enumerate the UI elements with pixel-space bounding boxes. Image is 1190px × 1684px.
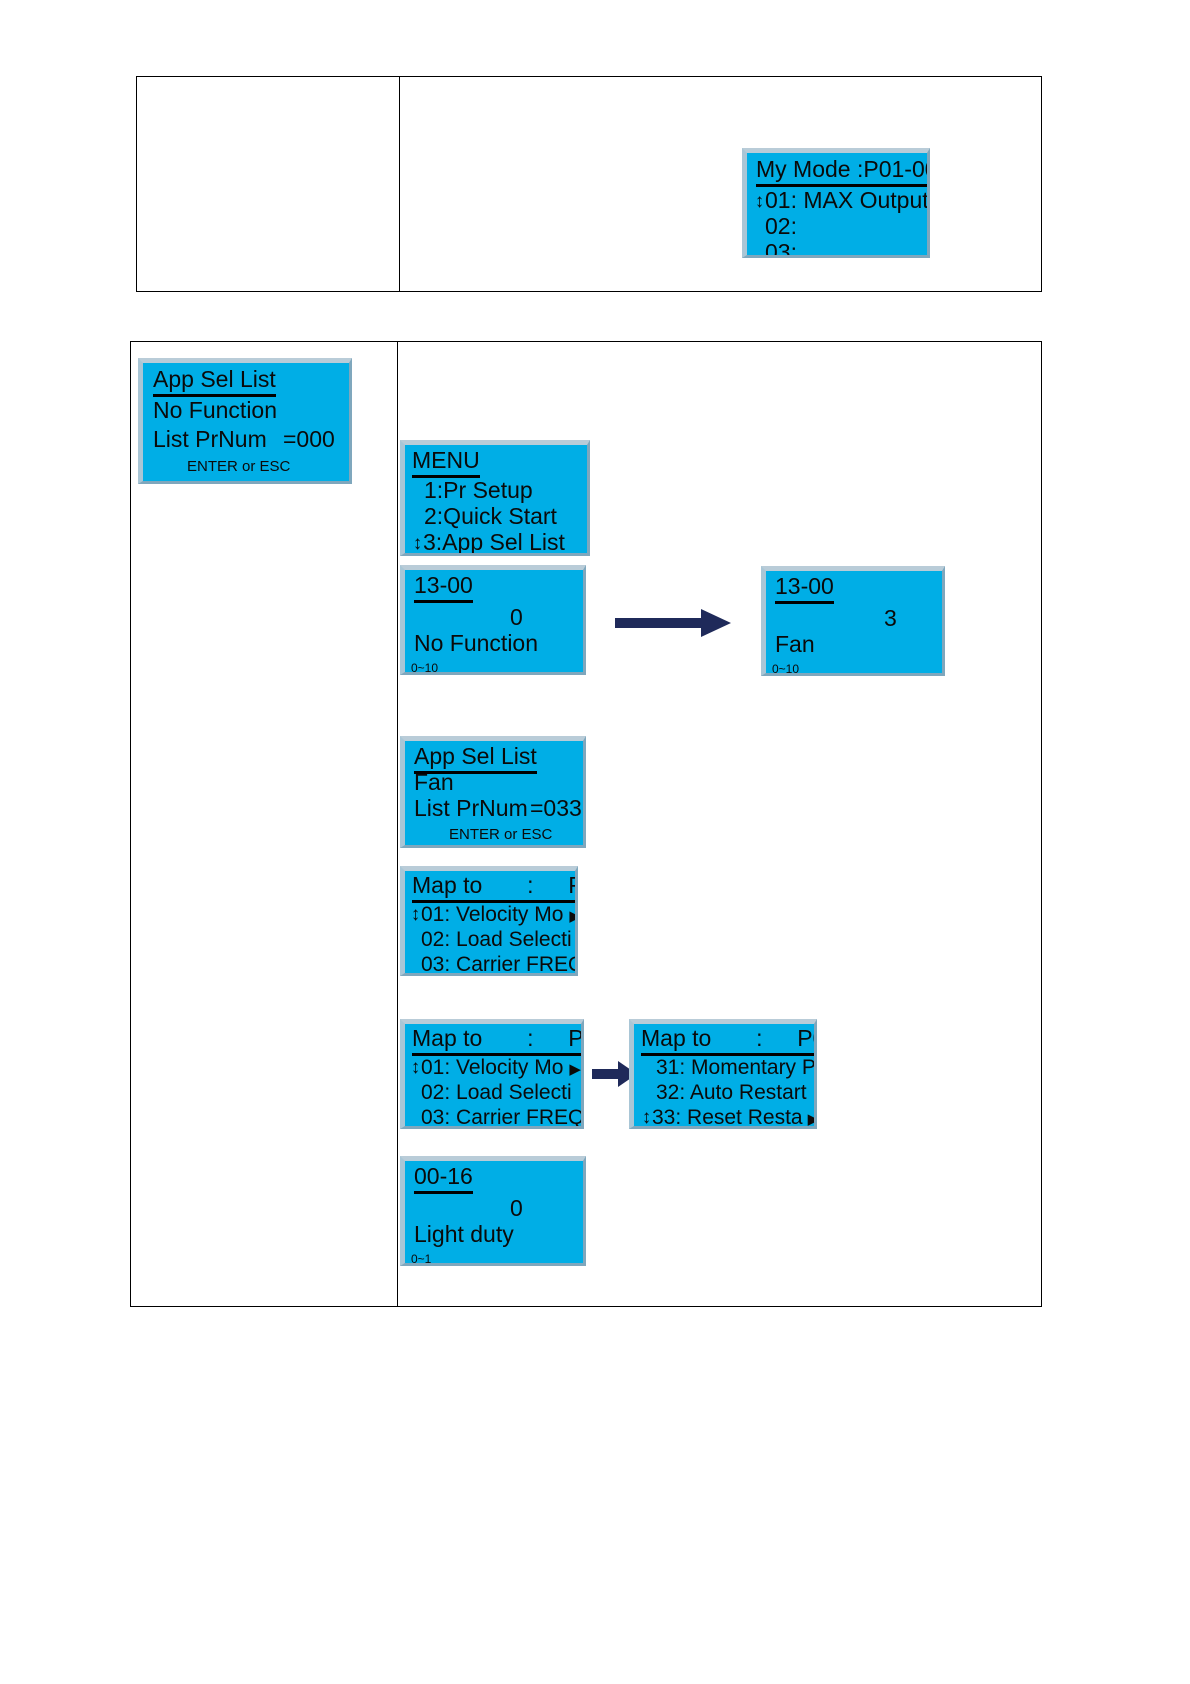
lcd-title-app-sel-list: App Sel List bbox=[414, 745, 537, 774]
lcd-param-value: 0 bbox=[510, 1195, 523, 1221]
lcd-panel-map-to-p00-11-a: Map to : P00-11 ↕01: Velocity Mo ▶ 02: Lo… bbox=[400, 866, 578, 976]
lcd-title-map-to-label: Map to bbox=[412, 1025, 483, 1051]
lcd-param-value: 0 bbox=[510, 604, 523, 630]
lcd-panel-param-13-00-before: 13-00 0 No Function 0~10 bbox=[400, 565, 586, 675]
lcd-title-app-sel-list: App Sel List bbox=[153, 368, 276, 397]
up-down-arrow-icon: ↕ bbox=[410, 1057, 421, 1078]
lcd-panel-app-sel-list-initial: App Sel List No Function List PrNum =000… bbox=[138, 358, 352, 484]
lcd-row-my-mode-01: ↕01: MAX Output▶ bbox=[754, 187, 930, 213]
lcd-menu-item-3: ↕3:App Sel List bbox=[412, 531, 565, 554]
lcd-footer-enter-or-esc: ENTER or ESC bbox=[449, 826, 553, 843]
lcd-map-row-33: ↕33: Reset Resta ▶ bbox=[641, 1106, 814, 1129]
lcd-row-label: 02: Load Selecti bbox=[421, 1081, 572, 1104]
right-triangle-icon: ▶ bbox=[808, 1112, 814, 1126]
lcd-menu-item-1: 1:Pr Setup bbox=[424, 479, 533, 502]
up-down-arrow-icon: ↕ bbox=[641, 1107, 652, 1128]
lcd-panel-app-sel-list-fan: App Sel List Fan List PrNum =033 ENTER o… bbox=[400, 736, 586, 848]
lcd-value-function: Fan bbox=[414, 769, 454, 795]
lcd-label-list-prnum: List PrNum bbox=[153, 426, 267, 452]
bottom-table-column-divider bbox=[397, 342, 398, 1306]
lcd-row-label: 01: Velocity Mo bbox=[421, 1056, 564, 1079]
flow-arrow-map-to bbox=[592, 1061, 637, 1087]
up-down-arrow-icon: ↕ bbox=[412, 533, 423, 554]
lcd-value-list-prnum: =000 bbox=[283, 426, 335, 452]
lcd-panel-my-mode: My Mode :P01-00 ↕01: MAX Output▶ 02: 03: bbox=[742, 148, 930, 258]
lcd-panel-menu: MENU 1:Pr Setup 2:Quick Start ↕3:App Sel… bbox=[400, 440, 590, 556]
lcd-title-param-number: 00-16 bbox=[414, 1165, 473, 1194]
lcd-title-map-to-label: Map to bbox=[641, 1025, 712, 1051]
lcd-map-row-32: 32: Auto Restart bbox=[656, 1082, 807, 1103]
lcd-title-map-to-target: P00-11 bbox=[568, 872, 575, 898]
top-table-column-divider bbox=[399, 77, 400, 291]
lcd-row-label: 03: Carrier FREQ bbox=[421, 953, 578, 976]
lcd-row-label: 03: Carrier FREQ bbox=[421, 1106, 584, 1129]
lcd-row-label: 03: bbox=[765, 239, 797, 258]
lcd-label-list-prnum: List PrNum bbox=[414, 795, 528, 821]
lcd-row-label: 1:Pr Setup bbox=[424, 477, 533, 503]
lcd-map-row-01: ↕01: Velocity Mo ▶ bbox=[410, 1057, 581, 1078]
lcd-map-row-31: 31: Momentary Po bbox=[656, 1056, 817, 1079]
up-down-arrow-icon: ↕ bbox=[410, 904, 421, 925]
lcd-map-row-03: 03: Carrier FREQ bbox=[421, 1106, 584, 1129]
lcd-map-row-03: 03: Carrier FREQ bbox=[421, 953, 578, 976]
lcd-row-label: 02: Load Selecti bbox=[421, 928, 572, 951]
lcd-row-my-mode-02: 02: bbox=[765, 215, 797, 238]
right-triangle-icon: ▶ bbox=[569, 1061, 581, 1078]
lcd-title-map-to-target: P00-11 bbox=[568, 1025, 584, 1051]
lcd-map-row-02: 02: Load Selecti bbox=[421, 929, 572, 950]
lcd-row-label: 32: Auto Restart bbox=[656, 1081, 807, 1104]
lcd-param-range: 0~10 bbox=[411, 661, 439, 675]
lcd-param-value: 3 bbox=[884, 605, 897, 631]
lcd-title-map-to-target: P07-33 bbox=[797, 1025, 814, 1051]
lcd-title-map-to-colon: : bbox=[527, 872, 534, 898]
lcd-param-name: No Function bbox=[414, 630, 539, 656]
lcd-panel-param-13-00-after: 13-00 3 Fan 0~10 bbox=[761, 566, 945, 676]
lcd-title-map-to: Map to : P07-33 bbox=[641, 1025, 814, 1056]
lcd-panel-param-00-16: 00-16 0 Light duty 0~1 bbox=[400, 1156, 586, 1266]
lcd-param-name: Fan bbox=[775, 631, 815, 657]
up-down-arrow-icon: ↕ bbox=[754, 191, 765, 212]
lcd-param-name: Light duty bbox=[414, 1221, 514, 1247]
lcd-title-map-to-label: Map to bbox=[412, 872, 483, 898]
lcd-title-map-to: Map to : P00-11 bbox=[412, 872, 575, 903]
lcd-value-function: No Function bbox=[153, 397, 278, 423]
lcd-title-my-mode: My Mode :P01-00 bbox=[756, 158, 927, 187]
lcd-row-label: 31: Momentary Po bbox=[656, 1056, 817, 1079]
lcd-title-map-to-colon: : bbox=[756, 1025, 763, 1051]
lcd-row-label: 2:Quick Start bbox=[424, 503, 557, 529]
lcd-row-my-mode-03: 03: bbox=[765, 239, 797, 258]
lcd-param-range: 0~1 bbox=[411, 1252, 432, 1266]
flow-arrow-13-00 bbox=[615, 609, 731, 637]
lcd-row-label: 3:App Sel List bbox=[423, 529, 565, 555]
lcd-row-label: 01: Velocity Mo bbox=[421, 903, 564, 926]
lcd-title-menu: MENU bbox=[412, 449, 480, 478]
lcd-param-range: 0~10 bbox=[772, 662, 800, 676]
lcd-footer-enter-or-esc: ENTER or ESC bbox=[187, 458, 291, 475]
lcd-map-row-01: ↕01: Velocity Mo ▶ bbox=[410, 903, 575, 926]
right-triangle-icon: ▶ bbox=[569, 909, 575, 924]
lcd-row-label: 33: Reset Resta bbox=[652, 1106, 803, 1129]
lcd-panel-map-to-p07-33: Map to : P07-33 31: Momentary Po 32: Aut… bbox=[629, 1019, 817, 1129]
lcd-title-map-to-colon: : bbox=[527, 1025, 534, 1051]
lcd-map-row-02: 02: Load Selecti bbox=[421, 1082, 572, 1103]
lcd-row-label: 02: bbox=[765, 213, 797, 239]
lcd-title-map-to: Map to : P00-11 bbox=[412, 1025, 584, 1056]
lcd-menu-item-2: 2:Quick Start bbox=[424, 505, 557, 528]
lcd-row-label: 01: MAX Output bbox=[765, 187, 929, 213]
right-triangle-icon: ▶ bbox=[929, 196, 930, 211]
lcd-value-list-prnum: =033 bbox=[530, 795, 582, 821]
lcd-panel-map-to-p00-11-b: Map to : P00-11 ↕01: Velocity Mo ▶ 02: Lo… bbox=[400, 1019, 584, 1129]
lcd-title-param-number: 13-00 bbox=[414, 574, 473, 603]
lcd-title-param-number: 13-00 bbox=[775, 575, 834, 604]
